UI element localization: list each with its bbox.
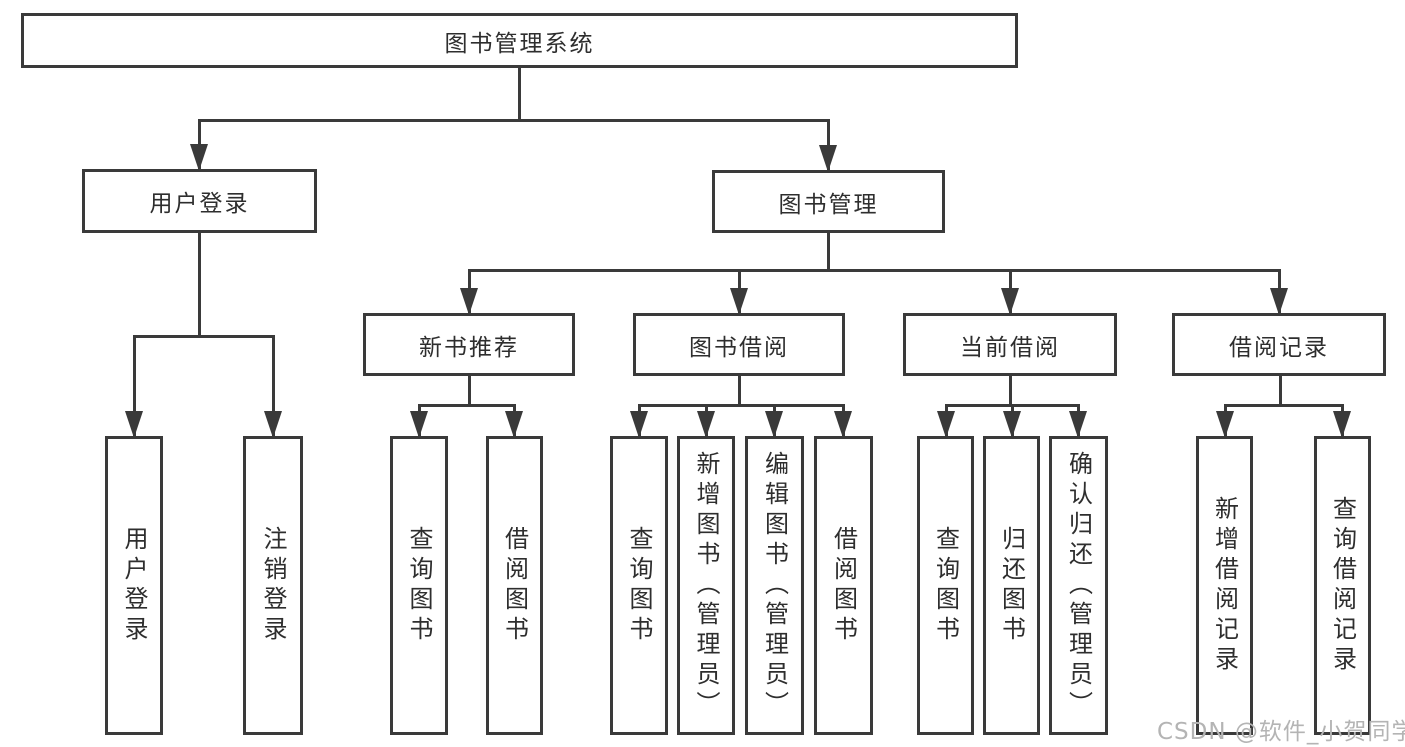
arrowhead	[630, 411, 648, 438]
node-label: 当前借阅	[960, 334, 1060, 361]
arrowhead	[819, 145, 837, 172]
node-label: 查询图书	[405, 525, 433, 646]
node-query-borrow-record: 查询借阅记录	[1314, 436, 1371, 735]
node-book-management: 图书管理	[712, 170, 945, 233]
node-label: 用户登录	[120, 525, 148, 646]
watermark: CSDN @软件_小贺同学	[1157, 719, 1405, 745]
node-library-management-system: 图书管理系统	[21, 13, 1018, 68]
connector-line	[271, 336, 275, 436]
node-return-books: 归还图书	[983, 436, 1040, 735]
node-query-books-current: 查询图书	[917, 436, 974, 735]
connector-line	[637, 403, 845, 407]
connector-line	[417, 403, 516, 407]
node-query-books-borrow: 查询图书	[610, 436, 668, 735]
node-label: 图书借阅	[689, 334, 789, 361]
arrowhead	[834, 411, 852, 438]
connector-line	[467, 376, 471, 405]
arrowhead	[125, 411, 143, 438]
arrowhead	[1001, 288, 1019, 315]
arrowhead	[730, 288, 748, 315]
node-label: 注销登录	[259, 525, 287, 646]
node-label: 图书管理系统	[444, 30, 595, 57]
arrowhead	[1333, 411, 1351, 438]
arrowhead	[460, 288, 478, 315]
arrowhead	[765, 411, 783, 438]
node-user-login-leaf: 用户登录	[105, 436, 163, 735]
node-add-borrow-record: 新增借阅记录	[1196, 436, 1253, 735]
node-borrowing-records: 借阅记录	[1172, 313, 1386, 376]
connector-line	[1008, 376, 1012, 405]
arrowhead	[1270, 288, 1288, 315]
node-borrow-books-recommend: 借阅图书	[486, 436, 543, 735]
connector-line	[197, 233, 201, 336]
node-label: 借阅图书	[500, 525, 529, 646]
node-label: 归还图书	[997, 525, 1026, 646]
connector-line	[737, 376, 741, 405]
connector-line	[1278, 376, 1282, 405]
node-query-books-recommend: 查询图书	[390, 436, 448, 735]
connector-line	[132, 334, 275, 338]
node-label: 用户登录	[149, 191, 250, 217]
node-label: 图书管理	[778, 191, 879, 218]
arrowhead	[410, 411, 428, 438]
node-confirm-return-admin: 确认归还（管理员）	[1049, 436, 1108, 735]
arrowhead	[505, 411, 523, 438]
node-logout-login: 注销登录	[243, 436, 303, 735]
node-user-login: 用户登录	[82, 169, 317, 233]
node-label: 新增借阅记录	[1210, 495, 1239, 676]
arrowhead	[697, 411, 715, 438]
connector-line	[1223, 403, 1344, 407]
connector-line	[467, 268, 1281, 272]
node-book-borrowing: 图书借阅	[633, 313, 845, 376]
node-label: 查询图书	[931, 525, 960, 646]
node-new-book-recommendation: 新书推荐	[363, 313, 575, 376]
arrowhead	[190, 144, 208, 171]
node-add-books-admin: 新增图书（管理员）	[677, 436, 735, 735]
arrowhead	[1069, 411, 1087, 438]
node-label: 借阅记录	[1229, 334, 1329, 361]
node-label: 查询图书	[625, 525, 653, 646]
connector-line	[197, 118, 830, 122]
node-edit-books-admin: 编辑图书（管理员）	[745, 436, 804, 735]
node-label: 编辑图书（管理员）	[760, 450, 789, 721]
arrowhead	[264, 411, 282, 438]
arrowhead	[937, 411, 955, 438]
node-label: 借阅图书	[829, 525, 858, 646]
node-label: 新增图书（管理员）	[692, 450, 720, 721]
node-label: 新书推荐	[419, 334, 519, 361]
node-label: 确认归还（管理员）	[1064, 450, 1093, 721]
node-current-borrowing: 当前借阅	[903, 313, 1117, 376]
connector-line	[826, 233, 830, 270]
connector-line	[517, 68, 521, 120]
connector-line	[132, 336, 136, 436]
arrowhead	[1216, 411, 1234, 438]
node-borrow-books-leaf: 借阅图书	[814, 436, 873, 735]
arrowhead	[1003, 411, 1021, 438]
node-label: 查询借阅记录	[1328, 495, 1357, 676]
